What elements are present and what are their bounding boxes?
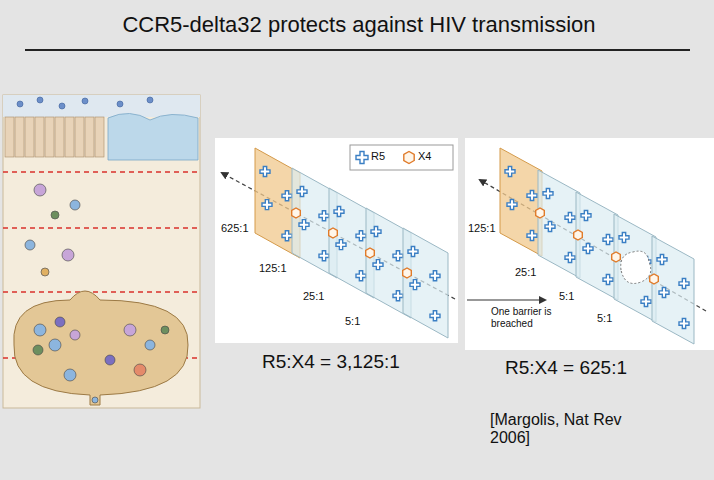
barrier-plane: [403, 228, 448, 338]
r5-virus-icon: [282, 231, 292, 241]
x4-virus-icon: [612, 252, 621, 262]
citation: [Margolis, Nat Rev 2006]: [490, 411, 662, 448]
r5-virus-icon: [260, 167, 270, 177]
x4-virus-icon: [574, 230, 583, 240]
breach-arrow: [467, 299, 545, 300]
r5-virus-icon: [505, 166, 515, 176]
r5-virus-icon: [430, 271, 440, 281]
annotation: One barrier is breached: [490, 306, 558, 329]
transmission-illustration: [3, 95, 200, 408]
r5-virus-icon: [565, 253, 575, 263]
x4-virus-icon: [536, 208, 545, 218]
x4-virus-icon: [650, 274, 659, 284]
r5-virus-icon: [297, 187, 307, 197]
r5-virus-icon: [657, 254, 667, 264]
breach-hole: [621, 251, 651, 283]
r5-virus-icon: [410, 280, 420, 290]
r5-virus-icon: [336, 240, 346, 250]
ratio-label: 5:1: [558, 290, 575, 303]
r5-virus-icon: [583, 244, 593, 254]
r5-virus-icon: [282, 191, 292, 201]
barrier-plane: [652, 236, 694, 344]
r5-virus-icon: [373, 260, 383, 270]
r5-virus-icon: [371, 227, 381, 237]
ratio-label: 5:1: [344, 315, 361, 328]
r5-virus-icon: [679, 319, 689, 329]
legend-box: [350, 145, 453, 170]
ratio-label: 5:1: [596, 312, 613, 325]
barrier-plane: [576, 192, 618, 300]
barrier-plane: [538, 170, 580, 278]
legend-text: X4: [418, 150, 431, 163]
barrier-plane: [500, 148, 542, 256]
ratio-label: 125:1: [467, 222, 497, 235]
slide-title: CCR5-delta32 protects against HIV transm…: [2, 12, 714, 37]
r5-virus-icon: [619, 232, 629, 242]
r5-virus-icon: [319, 211, 329, 221]
r5-virus-icon: [659, 288, 669, 298]
ratio-label: 125:1: [258, 262, 288, 275]
r5-virus-icon: [545, 222, 555, 232]
ratio-label: 625:1: [220, 222, 250, 235]
x4-virus-icon: [403, 268, 412, 278]
x4-virus-icon: [329, 228, 338, 238]
x4-virus-icon: [292, 208, 301, 218]
r5-virus-icon: [581, 210, 591, 220]
r5-virus-icon: [430, 311, 440, 321]
r5-virus-icon: [262, 200, 272, 210]
r5-virus-icon: [543, 188, 553, 198]
x4-virus-icon: [366, 248, 375, 258]
r5-virus-icon: [565, 213, 575, 223]
r5-virus-icon: [507, 200, 517, 210]
r5-virus-icon: [356, 231, 366, 241]
r5-virus-icon: [603, 275, 613, 285]
title-rule: [25, 49, 690, 51]
r5-virus-icon: [527, 231, 537, 241]
ratio-label: 25:1: [514, 266, 537, 279]
ratio-label: 25:1: [302, 290, 325, 303]
r5-virus-icon: [527, 191, 537, 201]
r5-virus-icon: [393, 291, 403, 301]
r5-virus-icon: [603, 235, 613, 245]
r5-virus-icon: [393, 251, 403, 261]
ratio-result: R5:X4 = 3,125:1: [262, 351, 400, 373]
x4-virus-icon: [404, 152, 414, 164]
r5-virus-icon: [299, 220, 309, 230]
panel-background: [215, 138, 458, 343]
barrier-plane: [614, 214, 656, 322]
r5-virus-icon: [319, 251, 329, 261]
ratio-result: R5:X4 = 625:1: [505, 357, 627, 379]
r5-virus-icon: [641, 297, 651, 307]
r5-virus-icon: [408, 247, 418, 257]
r5-virus-icon: [679, 279, 689, 289]
legend-text: R5: [371, 150, 385, 163]
r5-virus-icon: [356, 271, 366, 281]
r5-virus-icon: [356, 152, 368, 164]
panel-background: [465, 138, 714, 350]
r5-virus-icon: [334, 207, 344, 217]
